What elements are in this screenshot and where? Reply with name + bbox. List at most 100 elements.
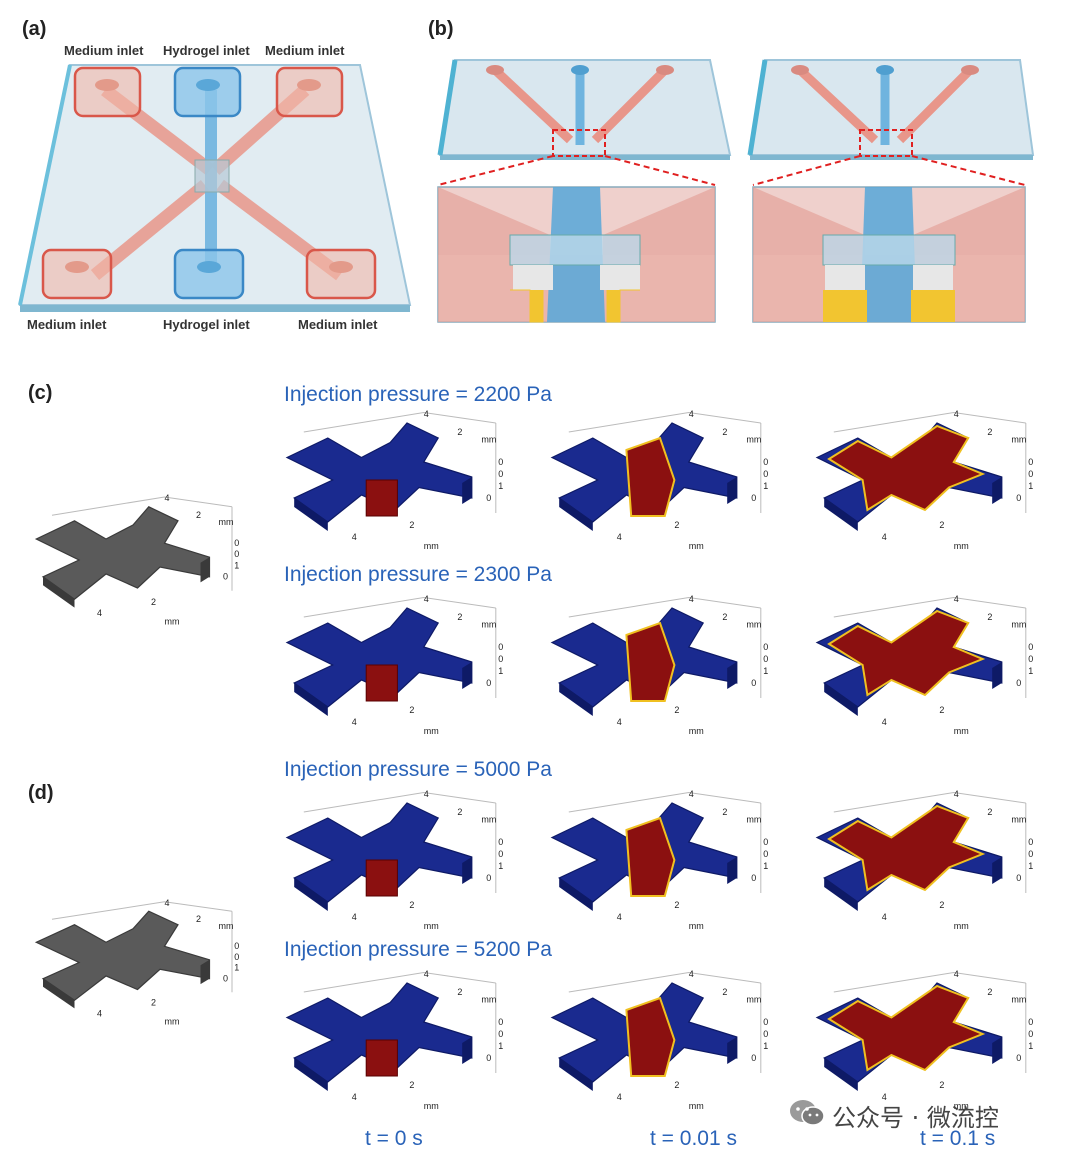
- axis-unit-label: mm: [424, 541, 439, 551]
- tick-label: 2: [987, 807, 992, 817]
- tick-label: 2: [939, 1080, 944, 1090]
- tick-label: 2: [409, 520, 414, 530]
- tick-label: 0: [234, 549, 239, 559]
- tick-label: 0: [763, 469, 768, 479]
- axis-unit-label: mm: [689, 726, 704, 736]
- axis-unit-label: mm: [481, 995, 496, 1005]
- tick-label: 4: [617, 532, 622, 542]
- tick-label: 2: [722, 427, 727, 437]
- tick-label: 0: [1028, 469, 1033, 479]
- tick-label: 2: [722, 612, 727, 622]
- tick-label: 4: [424, 594, 429, 604]
- tick-label: 0: [1028, 457, 1033, 467]
- time-label-0: t = 0 s: [365, 1127, 423, 1150]
- tick-label: 1: [1028, 861, 1033, 871]
- axis-unit-label: mm: [481, 435, 496, 445]
- axis-unit-label: mm: [954, 541, 969, 551]
- tick-label: 1: [763, 1041, 768, 1051]
- tick-label: 2: [151, 597, 156, 607]
- axis-unit-label: mm: [746, 995, 761, 1005]
- tick-label: 2: [457, 612, 462, 622]
- axis-unit-label: mm: [954, 726, 969, 736]
- tick-label: 0: [1016, 873, 1021, 883]
- tick-label: 0: [498, 849, 503, 859]
- tick-label: 0: [1028, 849, 1033, 859]
- tick-label: 1: [234, 560, 239, 570]
- tick-label: 4: [165, 898, 170, 908]
- tick-label: 0: [763, 642, 768, 652]
- tick-label: 2: [939, 705, 944, 715]
- tick-label: 4: [165, 493, 170, 503]
- tick-label: 1: [1028, 666, 1033, 676]
- tick-label: 0: [498, 642, 503, 652]
- tick-label: 0: [486, 678, 491, 688]
- tick-label: 4: [882, 717, 887, 727]
- axis-unit-label: mm: [1011, 435, 1026, 445]
- tick-label: 1: [498, 666, 503, 676]
- panel-b-chip-closeups: [437, 59, 1035, 323]
- tick-label: 2: [196, 914, 201, 924]
- tick-label: 0: [751, 1053, 756, 1063]
- panel-a-chip-diagram: [18, 64, 412, 312]
- tick-label: 0: [763, 654, 768, 664]
- tick-label: 0: [498, 1017, 503, 1027]
- axis-unit-label: mm: [424, 1101, 439, 1111]
- tick-label: 0: [223, 572, 228, 582]
- tick-label: 0: [498, 654, 503, 664]
- tick-label: 4: [424, 409, 429, 419]
- tick-label: 2: [939, 520, 944, 530]
- tick-label: 2: [151, 998, 156, 1008]
- tick-label: 0: [763, 1017, 768, 1027]
- tick-label: 0: [234, 538, 239, 548]
- medium-inlet-label-bottom-left: Medium inlet: [27, 317, 107, 332]
- tick-label: 4: [424, 789, 429, 799]
- medium-inlet-label-top-left: Medium inlet: [64, 43, 144, 58]
- tick-label: 2: [409, 900, 414, 910]
- tick-label: 1: [498, 861, 503, 871]
- tick-label: 1: [498, 1041, 503, 1051]
- panel-d-label: (d): [28, 782, 54, 804]
- tick-label: 0: [498, 469, 503, 479]
- axis-unit-label: mm: [689, 541, 704, 551]
- axis-unit-label: mm: [1011, 815, 1026, 825]
- tick-label: 0: [498, 1029, 503, 1039]
- tick-label: 2: [457, 427, 462, 437]
- tick-label: 0: [763, 849, 768, 859]
- tick-label: 4: [352, 717, 357, 727]
- tick-label: 0: [234, 952, 239, 962]
- tick-label: 4: [954, 409, 959, 419]
- tick-label: 1: [1028, 481, 1033, 491]
- tick-label: 4: [689, 409, 694, 419]
- tick-label: 4: [97, 1009, 102, 1019]
- axis-unit-label: mm: [1011, 995, 1026, 1005]
- time-label-2: t = 0.1 s: [920, 1127, 996, 1150]
- hydrogel-inlet-label-top: Hydrogel inlet: [163, 43, 250, 58]
- tick-label: 4: [352, 912, 357, 922]
- watermark-text: 公众号 · 微流控: [832, 1104, 999, 1132]
- axis-unit-label: mm: [689, 1101, 704, 1111]
- hydrogel-inlet-label-bottom: Hydrogel inlet: [163, 317, 250, 332]
- time-label-1: t = 0.01 s: [650, 1127, 737, 1150]
- axis-unit-label: mm: [954, 1101, 969, 1111]
- tick-label: 2: [722, 807, 727, 817]
- tick-label: 0: [486, 1053, 491, 1063]
- axis-unit-label: mm: [481, 815, 496, 825]
- tick-label: 4: [617, 1092, 622, 1102]
- tick-label: 0: [223, 973, 228, 983]
- tick-label: 0: [1016, 493, 1021, 503]
- tick-label: 2: [939, 900, 944, 910]
- tick-label: 0: [751, 493, 756, 503]
- axis-unit-label: mm: [219, 517, 234, 527]
- tick-label: 0: [1028, 837, 1033, 847]
- tick-label: 4: [882, 912, 887, 922]
- tick-label: 2: [674, 900, 679, 910]
